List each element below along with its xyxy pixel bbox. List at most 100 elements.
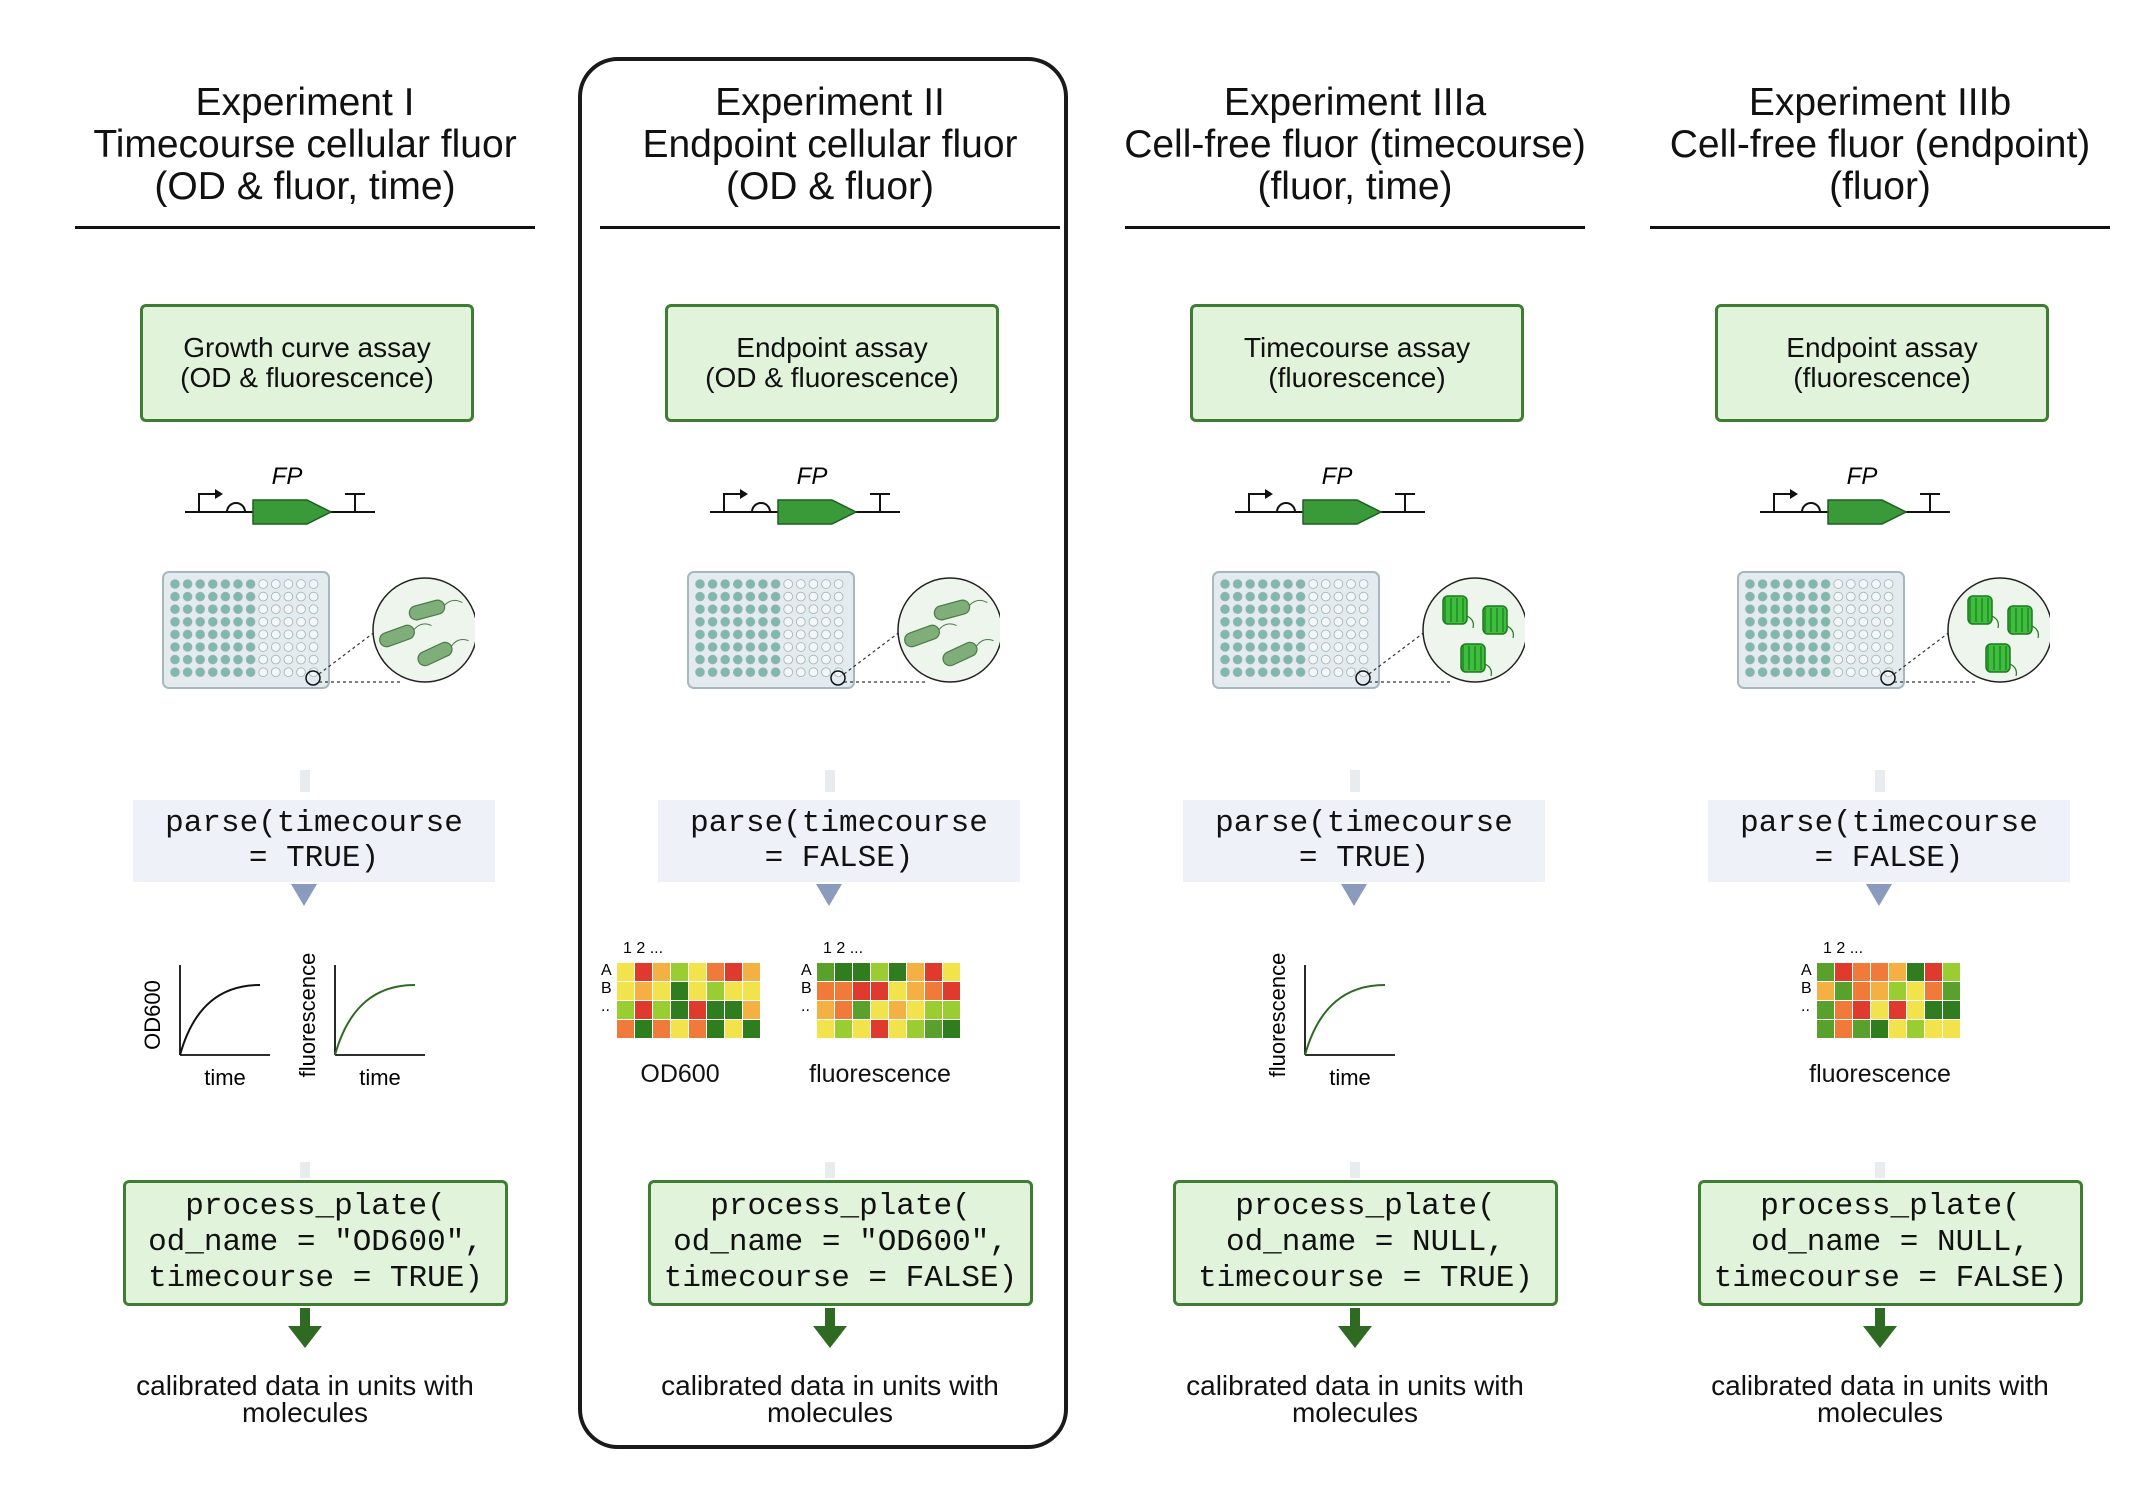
plate-well <box>170 654 180 665</box>
heatmap-cell <box>1943 963 1960 981</box>
plate-well <box>1846 654 1856 665</box>
plate-well <box>220 629 231 640</box>
plate-well <box>707 579 718 589</box>
heatmap-cell <box>1889 1020 1906 1038</box>
plate-well <box>1820 654 1831 665</box>
plate-well <box>808 667 819 677</box>
plate-well <box>745 579 756 589</box>
plate-well <box>1333 667 1344 677</box>
heatmap-column-label: 1 2 ... <box>623 940 663 957</box>
plate-well <box>733 591 743 602</box>
plate-well <box>821 604 831 614</box>
heatmap-cell <box>1835 963 1852 981</box>
plate-well <box>1846 667 1856 677</box>
experiment-title-line-1: Experiment IIIb <box>1748 81 2012 124</box>
output-arrow-shaft <box>1350 1308 1360 1330</box>
plate-well <box>1258 667 1268 677</box>
plate-well <box>1283 642 1293 652</box>
plate-well <box>1871 654 1881 665</box>
plate-well <box>758 667 768 677</box>
plate-well <box>1858 591 1869 602</box>
plate-well <box>833 654 844 665</box>
plate-well <box>170 604 180 614</box>
parse-code-box: parse(timecourse= FALSE) <box>658 800 1020 882</box>
plate-well <box>1220 579 1230 589</box>
plate-well <box>1795 654 1806 665</box>
plate-well <box>1283 604 1293 614</box>
protein-icon <box>1460 643 1492 677</box>
plate-well <box>1346 579 1356 589</box>
plate-well <box>1232 604 1243 614</box>
plate-well <box>695 579 705 589</box>
microplate-illustration <box>1710 570 2053 700</box>
plate-well <box>833 579 844 589</box>
plate-well <box>796 629 806 640</box>
plate-well <box>182 667 193 677</box>
output-arrow-shaft <box>825 1308 835 1330</box>
plate-well <box>1783 642 1793 652</box>
result-line-2: molecules <box>1816 1397 1944 1428</box>
plate-well <box>733 642 743 652</box>
parse-code-line-2: = TRUE) <box>248 841 380 876</box>
heatmap-grid: 1 2 ...AB.. <box>801 940 960 1038</box>
connector-stub <box>300 770 310 792</box>
plate-well <box>1820 667 1831 677</box>
plate-well <box>1220 604 1230 614</box>
process-code-line-1: process_plate( <box>185 1189 446 1224</box>
plate-well <box>296 667 306 677</box>
plate-well <box>308 616 319 627</box>
heatmap-cell <box>1817 1001 1834 1019</box>
plate-well <box>1333 616 1344 627</box>
plate-well <box>707 629 718 640</box>
growth-curve <box>1304 984 1386 1056</box>
plate-well <box>833 604 844 614</box>
heatmap-row-label: A <box>1801 962 1812 979</box>
plate-well <box>1770 616 1780 627</box>
heatmap-cell <box>617 1020 634 1038</box>
plate-well <box>1283 579 1293 589</box>
plate-well <box>1757 579 1768 589</box>
plate-well <box>1283 667 1293 677</box>
plate-well <box>245 591 256 602</box>
heatmap-cell <box>1907 1001 1924 1019</box>
heatmap-cell <box>1835 1020 1852 1038</box>
rbs-icon <box>226 502 246 513</box>
plate-well <box>1308 591 1318 602</box>
plate-well <box>1270 579 1281 589</box>
plate-well <box>770 579 781 589</box>
microplate-illustration <box>135 570 478 700</box>
plate-well <box>1232 616 1243 627</box>
plate-well <box>1358 629 1369 640</box>
plate-well <box>1333 604 1344 614</box>
heatmap-cell <box>725 1001 742 1019</box>
plate-well <box>745 591 756 602</box>
heatmap-cell <box>635 982 652 1000</box>
plate-well <box>1871 667 1881 677</box>
zoom-circle <box>372 577 478 683</box>
heatmap-cell <box>1835 982 1852 1000</box>
process-code-line-2: od_name = "OD600", <box>673 1225 1008 1260</box>
plate-well <box>1833 667 1843 677</box>
heatmap-cell <box>1853 1001 1870 1019</box>
plate-well <box>1346 604 1356 614</box>
heatmap-cell <box>743 963 760 981</box>
plate-well <box>271 604 281 614</box>
plate-well <box>1346 629 1356 640</box>
heatmap-cell <box>943 963 960 981</box>
plate-well <box>733 629 743 640</box>
plate-well <box>758 579 768 589</box>
plate-well <box>1220 629 1230 640</box>
heatmap-cell <box>853 1001 870 1019</box>
plate-well <box>208 654 218 665</box>
plate-well <box>1245 654 1255 665</box>
plate-well <box>1795 629 1806 640</box>
plate-well <box>796 616 806 627</box>
plate-well <box>1783 579 1793 589</box>
plate-well <box>182 604 193 614</box>
heatmap-cell <box>1907 963 1924 981</box>
plate-well <box>195 604 205 614</box>
heatmap-cell <box>653 963 670 981</box>
